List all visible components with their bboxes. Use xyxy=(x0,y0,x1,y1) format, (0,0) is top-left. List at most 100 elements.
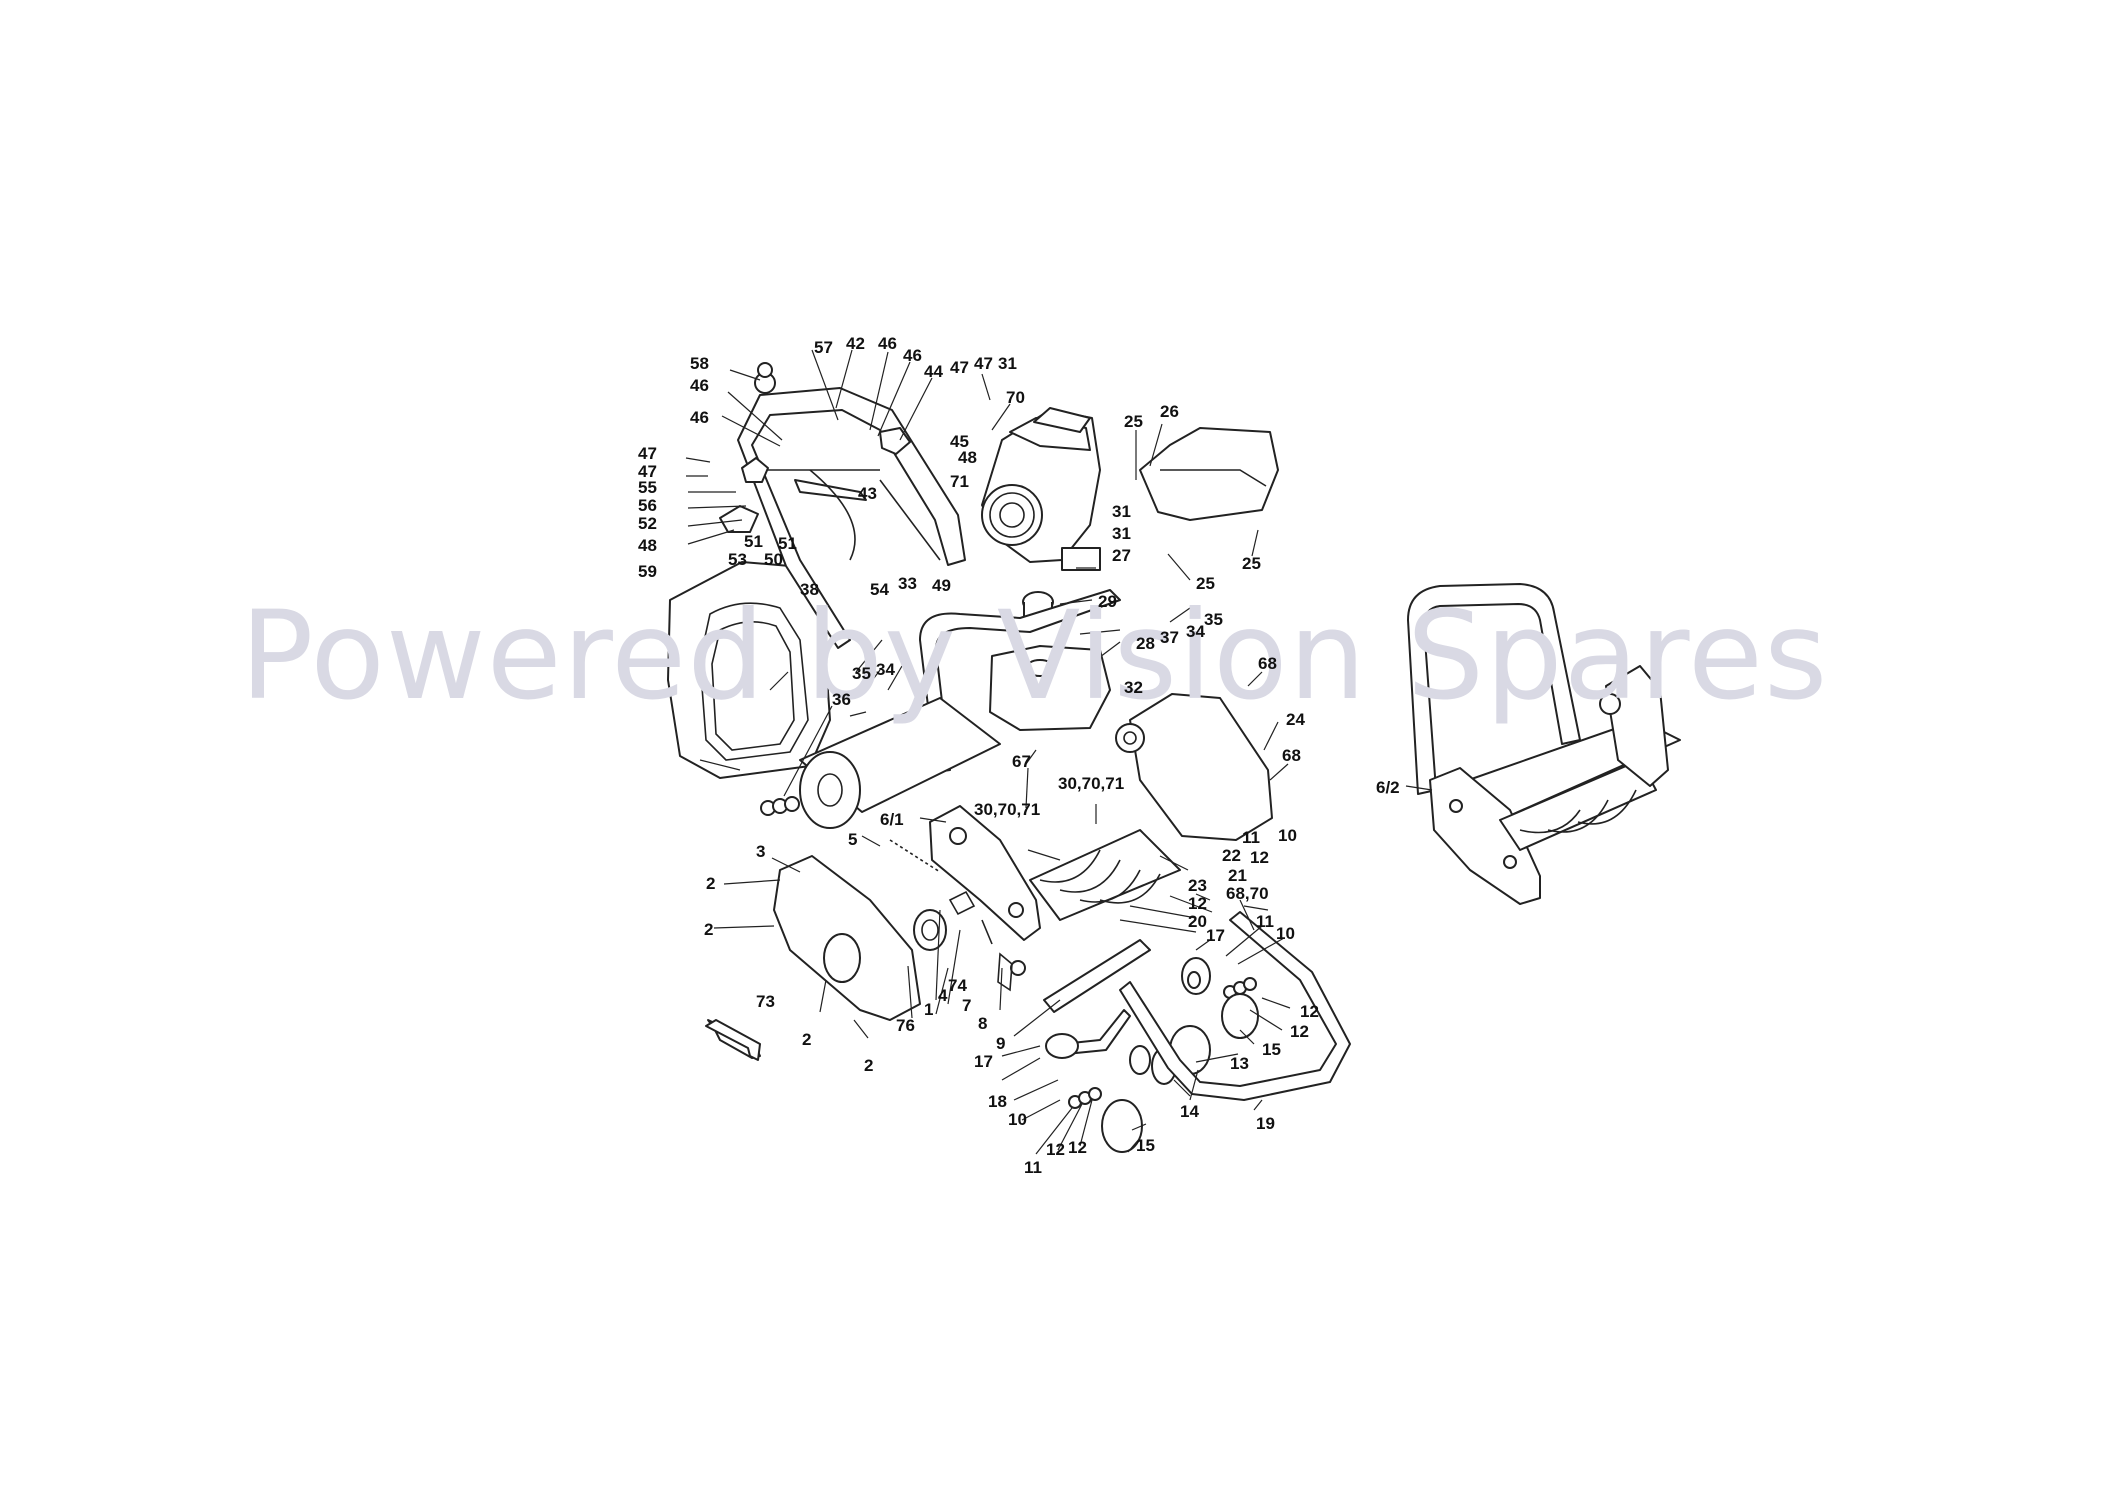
callout: 12 xyxy=(1290,1022,1309,1041)
callout: 25 xyxy=(1124,412,1143,431)
callout: 55 xyxy=(638,478,657,497)
callout: 26 xyxy=(1160,402,1179,421)
callout: 9 xyxy=(996,1034,1005,1053)
callout: 2 xyxy=(802,1030,811,1049)
callout: 56 xyxy=(638,496,657,515)
watermark: Powered by Vision Spares xyxy=(240,585,1829,727)
callout: 35 xyxy=(852,664,871,683)
callout: 11 xyxy=(1242,828,1260,847)
callout: 52 xyxy=(638,514,657,533)
callout: 21 xyxy=(1228,866,1247,885)
callout: 13 xyxy=(1230,1054,1249,1073)
engine-part xyxy=(981,407,1101,571)
exploded-view-drawing xyxy=(667,349,1681,1155)
callout: 24 xyxy=(1286,710,1305,729)
callout: 25 xyxy=(1242,554,1261,573)
callout: 12 xyxy=(1300,1002,1319,1021)
callout: 68 xyxy=(1258,654,1277,673)
callout: 46 xyxy=(690,408,709,427)
callout: 10 xyxy=(1276,924,1295,943)
callout: 53 xyxy=(728,550,747,569)
callout: 11 xyxy=(1024,1158,1042,1177)
side-plate-left-part xyxy=(929,805,1041,941)
callout: 12 xyxy=(1188,894,1207,913)
callout: 34 xyxy=(876,660,895,679)
callout: 46 xyxy=(878,334,897,353)
callout: 6/1 xyxy=(880,810,904,829)
callout: 42 xyxy=(846,334,865,353)
callout: 28 xyxy=(1136,634,1155,653)
callout: 23 xyxy=(1188,876,1207,895)
callout: 30,70,71 xyxy=(974,800,1040,819)
callout: 57 xyxy=(814,338,833,357)
cutting-cylinder-part xyxy=(1029,829,1181,921)
chain-guard-part xyxy=(1139,427,1279,521)
callout: 18 xyxy=(988,1092,1007,1111)
callout: 47 xyxy=(974,354,993,373)
callout: 12 xyxy=(1250,848,1269,867)
callout: 4 xyxy=(938,986,948,1005)
callout: 67 xyxy=(1012,752,1031,771)
callout: 50 xyxy=(764,550,783,569)
callout: 51 xyxy=(778,534,797,553)
callout: 70 xyxy=(1006,388,1025,407)
callout: 71 xyxy=(950,472,969,491)
front-roller-bracket-part xyxy=(1119,911,1351,1101)
callout: 1 xyxy=(924,1000,933,1019)
callout: 68 xyxy=(1282,746,1301,765)
callout: 47 xyxy=(638,462,657,481)
callout: 48 xyxy=(638,536,657,555)
callout-labels: 58 57 42 46 46 44 47 47 31 46 46 70 25 2… xyxy=(638,334,1400,1177)
callout: 73 xyxy=(756,992,775,1011)
callout: 10 xyxy=(1008,1110,1027,1129)
callout: 68,70 xyxy=(1226,884,1269,903)
box-spanner-part xyxy=(705,1019,761,1061)
callout: 30,70,71 xyxy=(1058,774,1124,793)
callout: 3 xyxy=(756,842,765,861)
callout: 2 xyxy=(704,920,713,939)
callout: 29 xyxy=(1098,592,1117,611)
callout: 46 xyxy=(903,346,922,365)
callout: 33 xyxy=(898,574,917,593)
callout: 46 xyxy=(690,376,709,395)
callout: 76 xyxy=(896,1016,915,1035)
callout: 36 xyxy=(832,690,851,709)
callout: 51 xyxy=(744,532,763,551)
callout: 45 xyxy=(950,432,969,451)
callout: 31 xyxy=(998,354,1017,373)
callout: 19 xyxy=(1256,1114,1275,1133)
callout: 35 xyxy=(1204,610,1223,629)
callout: 43 xyxy=(858,484,877,503)
assembled-view xyxy=(1407,583,1681,905)
callout: 15 xyxy=(1262,1040,1281,1059)
callout: 17 xyxy=(1206,926,1225,945)
callout: 48 xyxy=(958,448,977,467)
callout: 22 xyxy=(1222,846,1241,865)
side-plate-right-part xyxy=(1115,693,1273,841)
callout: 54 xyxy=(870,580,889,599)
callout: 20 xyxy=(1188,912,1207,931)
callout: 38 xyxy=(800,580,819,599)
callout: 7 xyxy=(962,996,971,1015)
callout: 2 xyxy=(864,1056,873,1075)
callout: 27 xyxy=(1112,546,1131,565)
callout: 8 xyxy=(978,1014,987,1033)
leader-lines xyxy=(685,349,1433,1155)
callout: 25 xyxy=(1196,574,1215,593)
rear-roller-part xyxy=(760,697,1001,829)
callout: 37 xyxy=(1160,628,1179,647)
callout: 47 xyxy=(950,358,969,377)
callout: 74 xyxy=(948,976,967,995)
callout: 31 xyxy=(1112,524,1131,543)
callout: 17 xyxy=(974,1052,993,1071)
callout: 49 xyxy=(932,576,951,595)
callout: 6/2 xyxy=(1376,778,1400,797)
callout: 47 xyxy=(638,444,657,463)
callout: 12 xyxy=(1068,1138,1087,1157)
callout: 59 xyxy=(638,562,657,581)
callout: 32 xyxy=(1124,678,1143,697)
callout: 31 xyxy=(1112,502,1131,521)
callout: 5 xyxy=(848,830,857,849)
callout: 11 xyxy=(1256,912,1274,931)
